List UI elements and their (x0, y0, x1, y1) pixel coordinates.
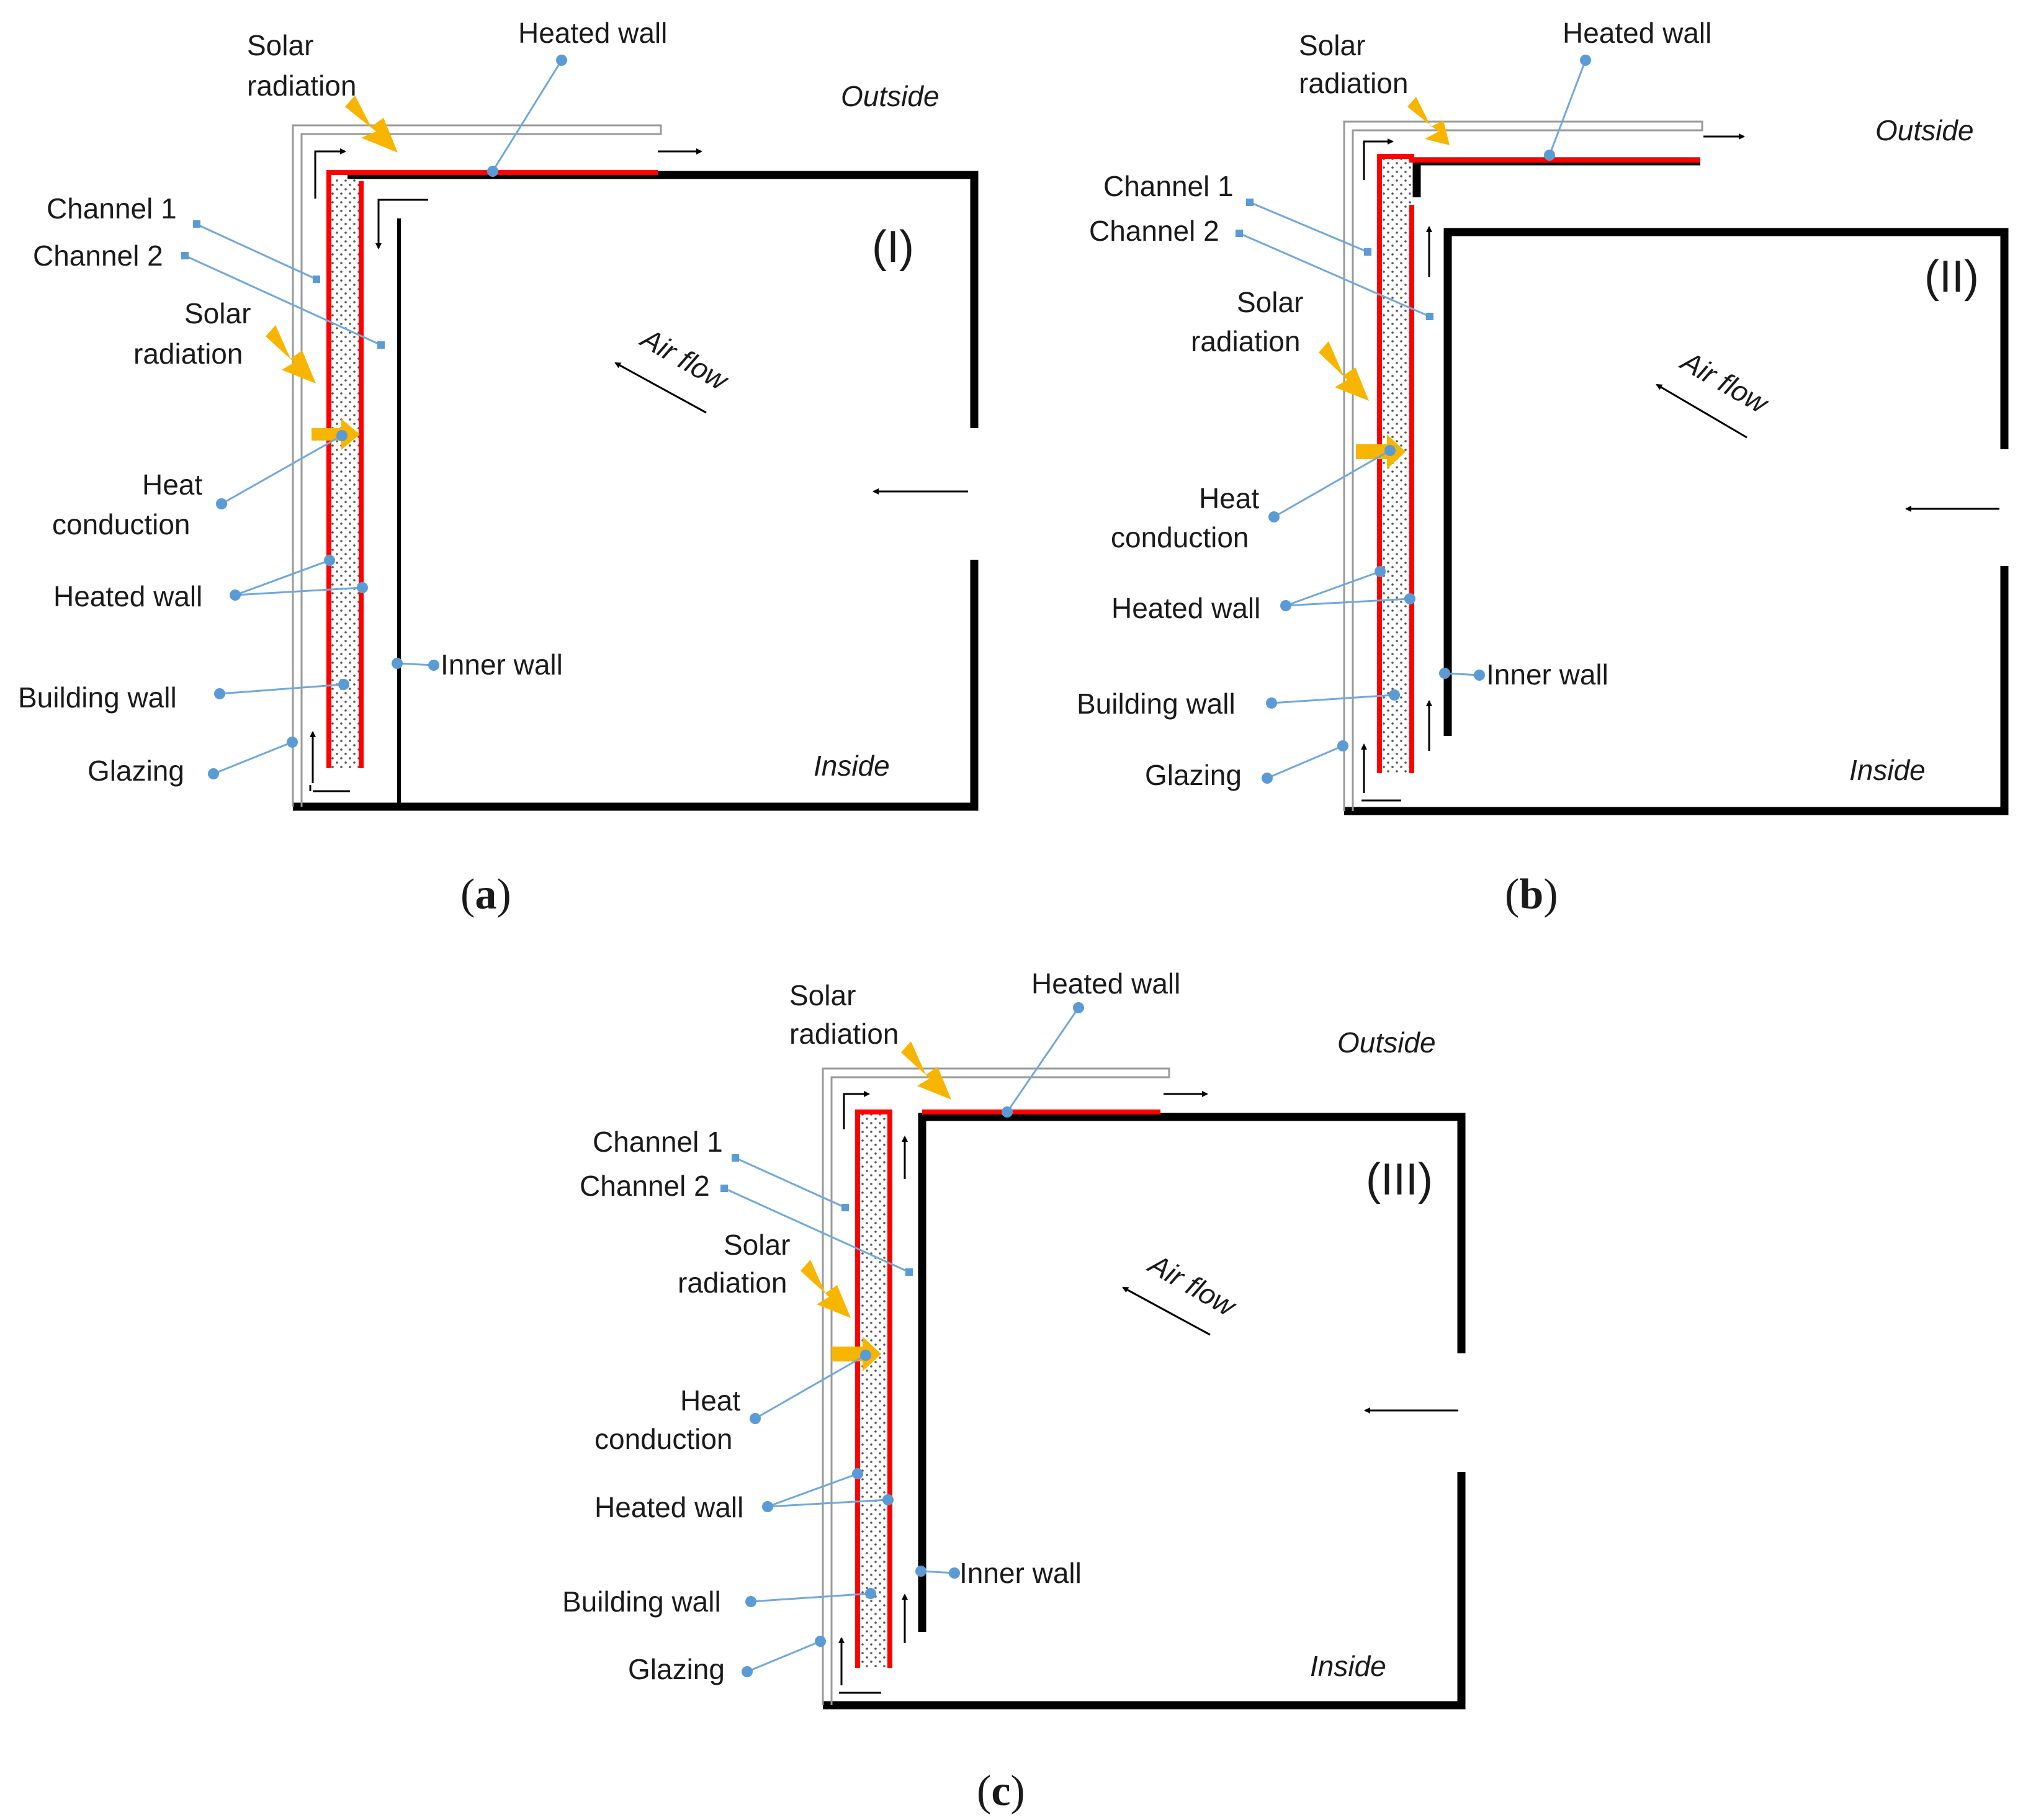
leader-lines (720, 1002, 1084, 1677)
glazing-line (1343, 120, 1703, 811)
room-outline (1344, 157, 2009, 815)
panel-caption: (b) (1505, 871, 1558, 918)
solar-arrow (266, 325, 316, 383)
heat-conduction-label: Heat (1199, 482, 1259, 514)
solar-radiation-label: radiation (1191, 325, 1300, 357)
heat-conduction-label: Heat (680, 1384, 740, 1417)
building-wall (1379, 156, 1412, 773)
inner-wall-label: Inner wall (441, 648, 563, 681)
leader-lines (1236, 55, 1591, 784)
glazing-label: Glazing (628, 1653, 725, 1685)
flow-arrow (314, 148, 346, 199)
heated-wall-label: Heated wall (1563, 17, 1711, 49)
solar-radiation-label: radiation (133, 338, 243, 370)
room-outline (823, 1113, 1466, 1710)
building-wall-label: Building wall (18, 681, 177, 714)
panel-caption: (c) (977, 1767, 1025, 1815)
inside-label: Inside (1849, 754, 1926, 786)
heat-conduction-arrow (1356, 434, 1406, 469)
inside-label: Inside (814, 750, 890, 782)
heated-wall-label: Heated wall (594, 1491, 743, 1523)
solar-radiation-label: Solar (724, 1229, 790, 1261)
panel-b: Air flow (II) Solar radiation Heated wal… (1077, 17, 2009, 918)
heat-conduction-label: conduction (1111, 521, 1249, 554)
building-wall-label: Building wall (562, 1585, 721, 1618)
air-flow-label: Air flow (1142, 1247, 1242, 1323)
air-flow-arrow (614, 362, 707, 414)
glazing-line (292, 124, 662, 807)
outside-label: Outside (1875, 114, 1974, 146)
building-wall (858, 1112, 890, 1668)
inner-wall-label: Inner wall (959, 1557, 1082, 1589)
panel-roman-label: (I) (872, 222, 914, 272)
air-flow-arrow (1656, 383, 1747, 439)
panel-c: Air flow (III) Solar radiation Heated wa… (562, 967, 1466, 1815)
leader-lines (181, 55, 567, 779)
solar-radiation-label: Solar (247, 29, 313, 61)
solar-arrow (801, 1260, 851, 1318)
building-wall-label: Building wall (1077, 688, 1236, 720)
channel-2-label: Channel 2 (1089, 215, 1219, 247)
flow-arrow (1363, 138, 1394, 180)
heated-wall-strip (326, 170, 658, 768)
heated-wall-strip (1377, 154, 1700, 773)
glazing-line (822, 1067, 1170, 1705)
heat-conduction-label: conduction (594, 1423, 733, 1455)
solar-radiation-label: radiation (789, 1018, 899, 1050)
flow-arrow (843, 1091, 870, 1129)
solar-arrow (901, 1041, 951, 1100)
glazing-label: Glazing (87, 755, 184, 787)
solar-radiation-label: radiation (678, 1266, 787, 1299)
panel-a: Air flow (I) Solar radiation Heated wall… (18, 17, 979, 918)
channel-1-label: Channel 1 (593, 1126, 723, 1158)
heated-wall-label: Heated wall (1111, 592, 1260, 624)
outside-label: Outside (1337, 1026, 1436, 1059)
panel-roman-label: (II) (1924, 252, 1979, 302)
solar-radiation-label: radiation (1299, 67, 1408, 99)
heated-wall-strip (855, 1109, 1160, 1668)
channel-2-label: Channel 2 (580, 1170, 710, 1202)
solar-radiation-label: Solar (184, 297, 251, 329)
solar-arrow (1407, 97, 1450, 145)
solar-radiation-label: Solar (1237, 286, 1303, 318)
channel-flow-line (309, 785, 350, 792)
heated-wall-label: Heated wall (53, 580, 202, 612)
solar-radiation-label: radiation (247, 69, 356, 102)
glazing-label: Glazing (1145, 759, 1242, 791)
outside-label: Outside (841, 80, 940, 112)
air-flow-label: Air flow (1674, 344, 1775, 420)
solar-radiation-label: Solar (1299, 29, 1365, 61)
heat-conduction-label: Heat (142, 468, 202, 501)
channel-1-label: Channel 1 (1103, 170, 1234, 202)
inner-wall-label: Inner wall (1486, 658, 1608, 691)
building-wall (329, 177, 361, 768)
solar-arrow (1319, 341, 1369, 401)
heat-conduction-label: conduction (52, 508, 191, 540)
heat-conduction-arrow (832, 1337, 881, 1371)
solar-radiation-label: Solar (789, 979, 856, 1011)
channel-1-label: Channel 1 (47, 192, 177, 225)
heat-conduction-arrow (312, 419, 360, 450)
panel-roman-label: (III) (1366, 1155, 1433, 1204)
heated-wall-label: Heated wall (518, 17, 667, 49)
panel-caption: (a) (460, 871, 511, 918)
channel-2-label: Channel 2 (33, 240, 163, 272)
air-flow-label: Air flow (634, 321, 735, 397)
solar-arrow (345, 96, 398, 153)
heated-wall-label: Heated wall (1031, 967, 1180, 1000)
inside-label: Inside (1310, 1650, 1386, 1682)
air-flow-arrow (1122, 1286, 1211, 1336)
flow-arrow (375, 199, 428, 249)
